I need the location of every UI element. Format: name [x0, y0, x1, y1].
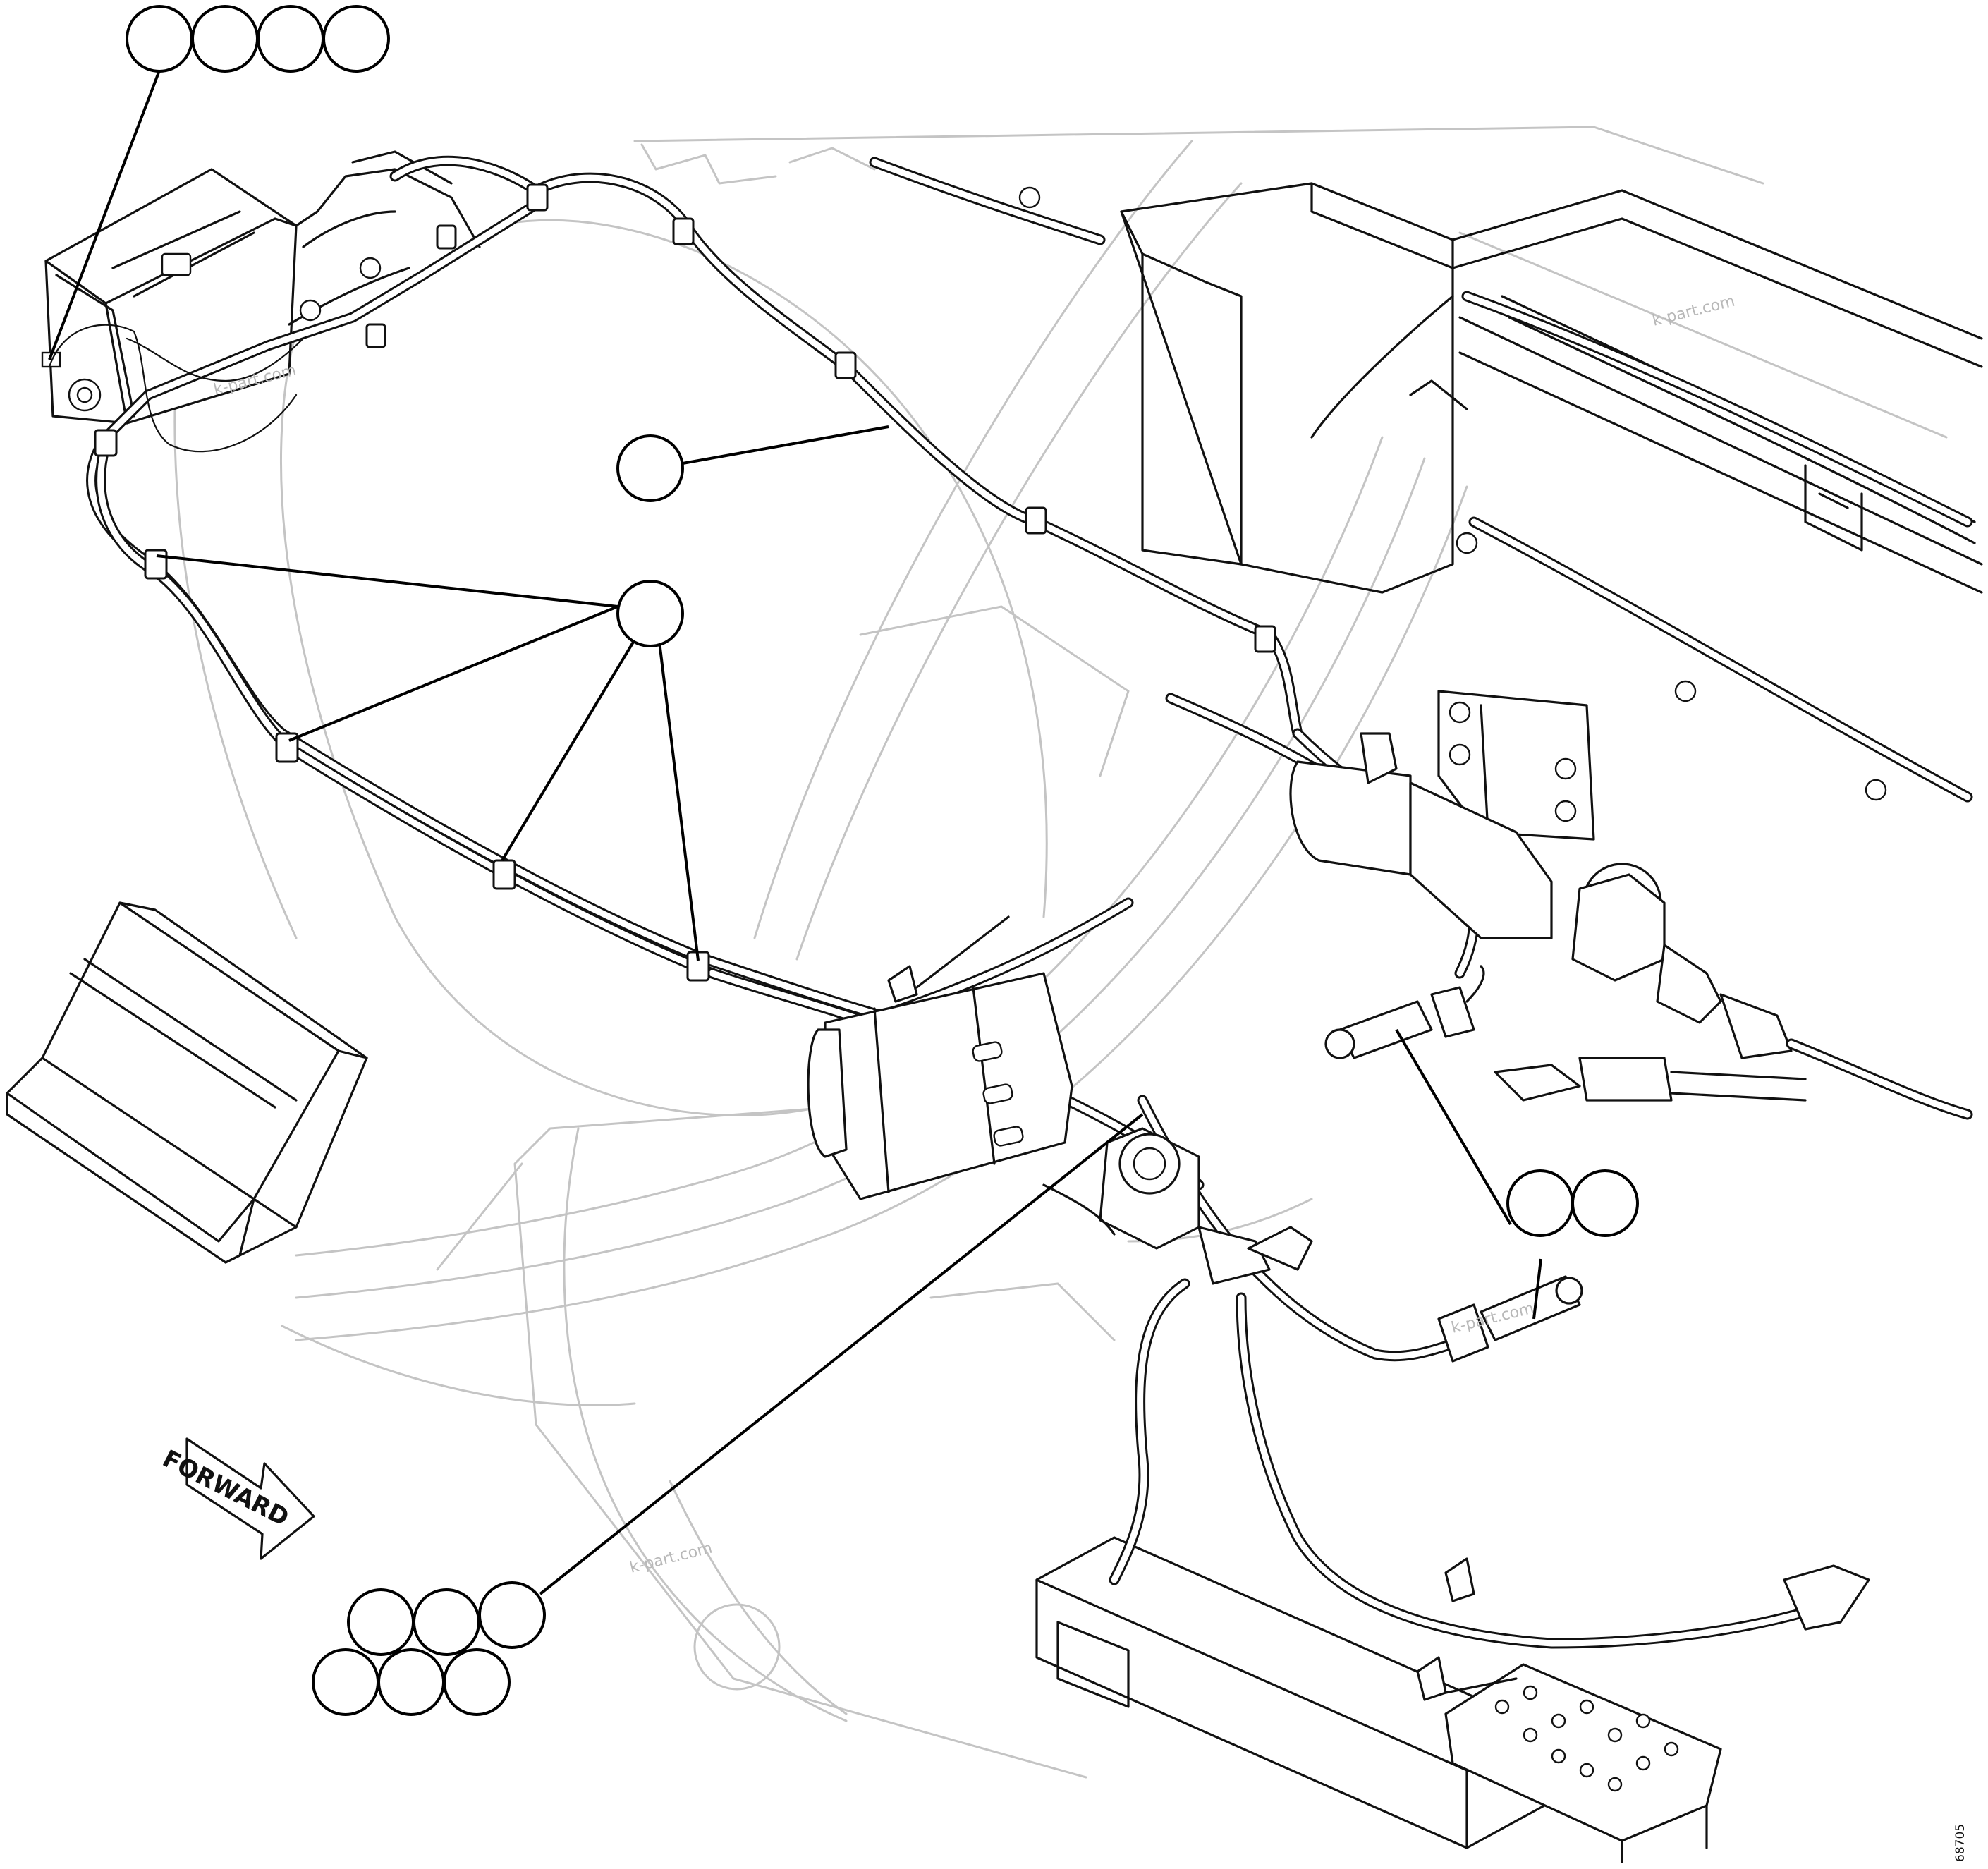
valve-assembly-center [807, 915, 1313, 1285]
harness-clip [365, 323, 386, 348]
callout-circle [413, 1588, 480, 1656]
frame-context [173, 126, 1948, 1779]
watermark: k-part.com [628, 1540, 714, 1577]
harness-clip [526, 183, 549, 212]
callout-circle [478, 1581, 546, 1649]
callout-group-sensor-probes [1506, 1169, 1639, 1237]
hose-lower [1109, 1278, 1870, 1701]
harness-clip [1254, 625, 1276, 653]
callout-circle [377, 1648, 445, 1716]
harness-clip [94, 429, 118, 457]
callout-circle [126, 5, 193, 73]
callout-circle [347, 1588, 415, 1656]
callout-circle [1506, 1169, 1574, 1237]
callout-circle [322, 5, 390, 73]
callout-circle [257, 5, 324, 73]
callout-circle [616, 434, 684, 502]
harness-clip [144, 549, 168, 580]
callout-circle [616, 580, 684, 647]
step-assembly [1035, 1536, 1722, 1863]
callout-leaders [48, 70, 1542, 1595]
frame-bracket-left [6, 901, 368, 1264]
harness-clip [1025, 506, 1047, 535]
callout-circle [443, 1648, 511, 1716]
harness-clip [436, 224, 457, 250]
brake-line-upper [869, 157, 1973, 803]
harness-clip [492, 859, 516, 890]
callout-circle [312, 1648, 379, 1716]
sensor-probes [1324, 965, 1583, 1363]
frame-rail-right [1120, 182, 1983, 594]
callout-group-harness-clips [616, 580, 684, 647]
harness-clip [672, 217, 695, 245]
callout-circle [1571, 1169, 1639, 1237]
figure-number: 68705 [1953, 1824, 1968, 1862]
callout-group-control-box [126, 5, 390, 73]
harness-clip [834, 351, 857, 379]
callout-group-main-harness [616, 434, 684, 502]
forward-arrow: FORWARD [158, 1437, 315, 1560]
valve-assembly-right [1289, 690, 1973, 1120]
watermark: k-part.com [1650, 293, 1736, 330]
callout-circle [191, 5, 259, 73]
callout-group-connector-hardware [312, 1581, 546, 1716]
